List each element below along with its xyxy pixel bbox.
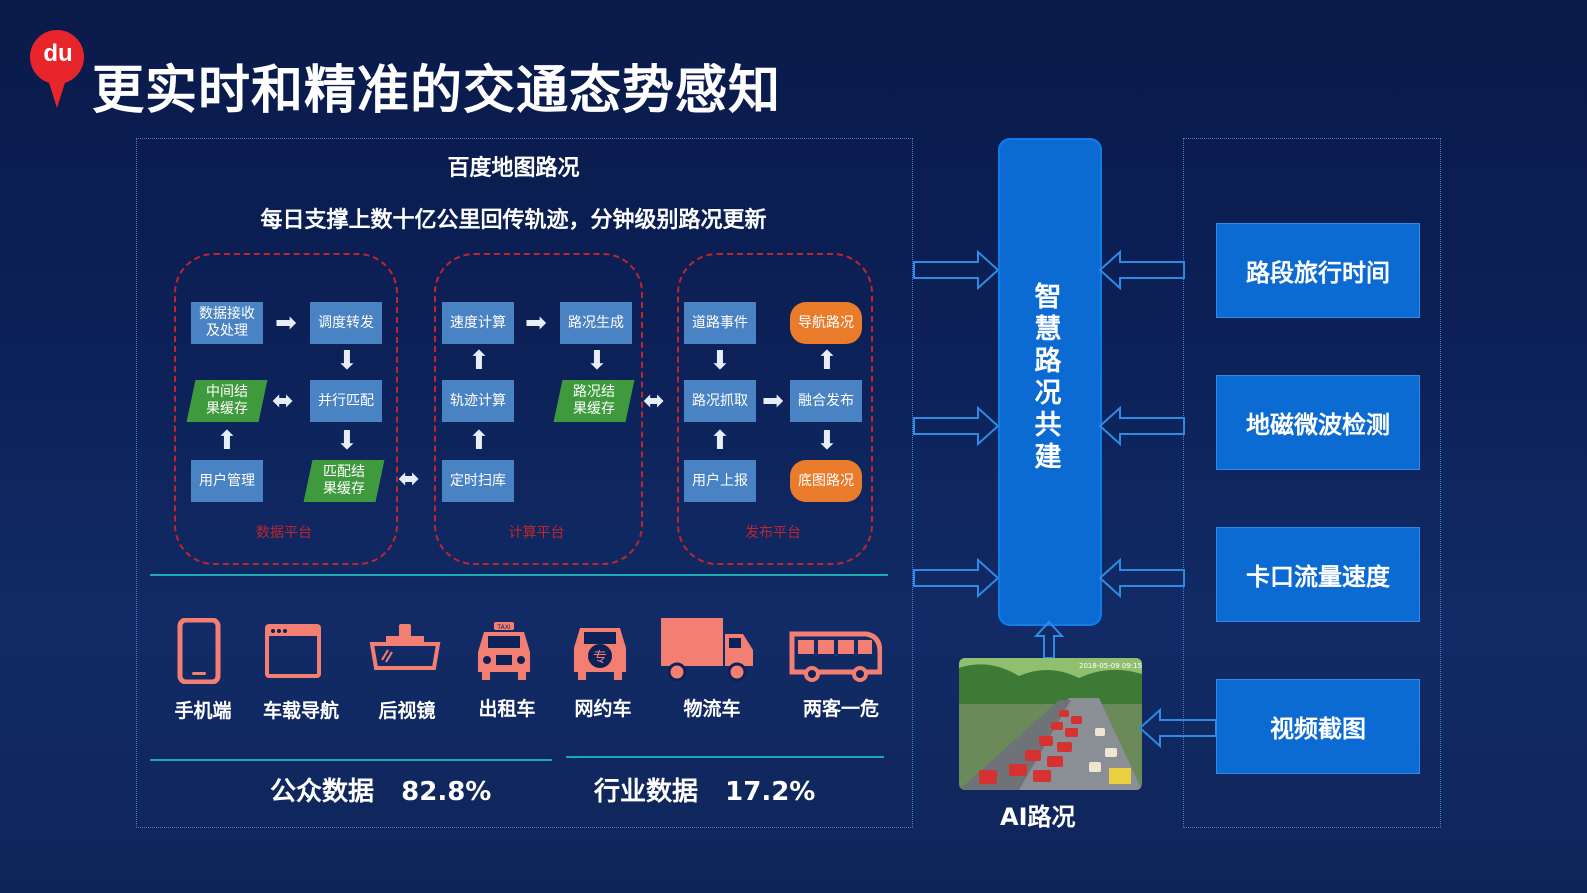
arrow-bidirectional-icon: ⬌ — [398, 464, 420, 494]
page-title: 更实时和精准的交通态势感知 — [92, 61, 782, 121]
right-item-video-capture: 视频截图 — [1216, 679, 1420, 774]
source-label-ride-hailing: 网约车 — [574, 698, 632, 720]
arrow-up-icon: ⬆ — [468, 346, 490, 376]
source-label-taxi: 出租车 — [478, 698, 536, 720]
compute-platform-label: 计算平台 — [508, 525, 565, 541]
arrow-right-outline-icon — [913, 558, 1000, 598]
publish-platform-label: 发布平台 — [745, 525, 801, 541]
source-label-truck: 物流车 — [683, 698, 741, 720]
node-speed-calc: 速度计算 — [442, 302, 514, 344]
arrow-down-icon: ⬇ — [336, 346, 358, 376]
arrow-down-icon: ⬇ — [709, 346, 731, 376]
arrow-right-icon: ➡ — [762, 386, 784, 416]
arrow-bidirectional-icon: ⬌ — [272, 386, 294, 416]
smart-traffic-pillar-label: 智慧路况共建 — [1034, 282, 1062, 473]
node-user-mgmt: 用户管理 — [191, 460, 263, 502]
ride-hailing-sign-text: 专 — [593, 650, 607, 666]
arrow-up-icon: ⬆ — [216, 426, 238, 456]
node-traffic-cache: 路况结 果缓存 — [553, 380, 635, 422]
arrow-right-outline-icon — [913, 250, 1000, 290]
node-data-receive: 数据接收 及处理 — [191, 302, 263, 344]
arrow-up-outline-icon — [1034, 620, 1064, 659]
right-item-travel-time: 路段旅行时间 — [1216, 223, 1420, 318]
arrow-left-outline-icon — [1138, 708, 1217, 748]
arrow-up-icon: ⬆ — [468, 426, 490, 456]
rearview-mirror-icon — [369, 624, 441, 670]
arrow-right-icon: ➡ — [275, 308, 297, 338]
divider-right — [566, 756, 884, 758]
arrow-left-outline-icon — [1098, 558, 1185, 598]
right-item-checkpoint-flow: 卡口流量速度 — [1216, 527, 1420, 622]
node-fusion-publish: 融合发布 — [790, 380, 862, 422]
node-match-cache: 匹配结 果缓存 — [303, 460, 385, 502]
node-parallel-match: 并行匹配 — [310, 380, 382, 422]
node-user-report: 用户上报 — [684, 460, 756, 502]
data-platform-label: 数据平台 — [256, 525, 312, 541]
source-label-mirror: 后视镜 — [378, 700, 436, 722]
source-label-phone: 手机端 — [174, 700, 232, 722]
traffic-camera-photo: 2018-05-09 09:15 — [959, 658, 1142, 790]
divider-top — [150, 574, 888, 576]
phone-icon — [177, 618, 221, 684]
taxi-sign-text: TAXI — [496, 624, 510, 631]
arrow-down-icon: ⬇ — [816, 426, 838, 456]
publish-platform-group — [677, 253, 873, 565]
smart-traffic-pillar — [998, 138, 1102, 626]
taxi-icon: TAXI — [478, 622, 530, 680]
stat-industry: 行业数据 17.2% — [594, 777, 816, 807]
node-base-traffic: 底图路况 — [790, 460, 862, 502]
node-dispatch: 调度转发 — [310, 302, 382, 344]
arrow-right-outline-icon — [913, 406, 1000, 446]
right-item-magnetic-detection: 地磁微波检测 — [1216, 375, 1420, 470]
arrow-up-icon: ⬆ — [816, 346, 838, 376]
node-road-event: 道路事件 — [684, 302, 756, 344]
baidu-logo-text: du — [43, 40, 73, 67]
node-track-calc: 轨迹计算 — [442, 380, 514, 422]
data-platform-group — [174, 253, 398, 565]
left-panel-heading: 百度地图路况 — [447, 156, 580, 181]
arrow-right-icon: ➡ — [525, 308, 547, 338]
right-panel — [1183, 138, 1441, 828]
node-timed-scan: 定时扫库 — [442, 460, 514, 502]
arrow-up-icon: ⬆ — [709, 426, 731, 456]
arrow-left-outline-icon — [1098, 250, 1185, 290]
node-nav-traffic: 导航路况 — [790, 302, 862, 344]
ride-hailing-icon: 专 — [574, 628, 626, 680]
baidu-logo-pin-tail — [45, 70, 69, 108]
node-traffic-capture: 路况抓取 — [684, 380, 756, 422]
arrow-left-outline-icon — [1098, 406, 1185, 446]
compute-platform-group — [434, 253, 643, 565]
left-panel — [136, 138, 913, 828]
source-label-bus: 两客一危 — [802, 698, 879, 720]
bus-icon — [789, 631, 882, 682]
photo-timestamp: 2018-05-09 09:15 — [1079, 662, 1142, 670]
arrow-down-icon: ⬇ — [586, 346, 608, 376]
ai-traffic-label: AI路况 — [1000, 803, 1076, 831]
node-mid-cache: 中间结 果缓存 — [186, 380, 268, 422]
stat-public: 公众数据 82.8% — [270, 777, 492, 807]
arrow-down-icon: ⬇ — [336, 426, 358, 456]
car-nav-icon — [265, 624, 321, 678]
arrow-bidirectional-icon: ⬌ — [643, 386, 665, 416]
truck-icon — [661, 618, 753, 682]
node-traffic-gen: 路况生成 — [560, 302, 632, 344]
left-panel-subheading: 每日支撑上数十亿公里回传轨迹，分钟级别路况更新 — [260, 208, 767, 233]
source-label-car-nav: 车载导航 — [262, 700, 339, 722]
divider-left — [150, 759, 552, 761]
